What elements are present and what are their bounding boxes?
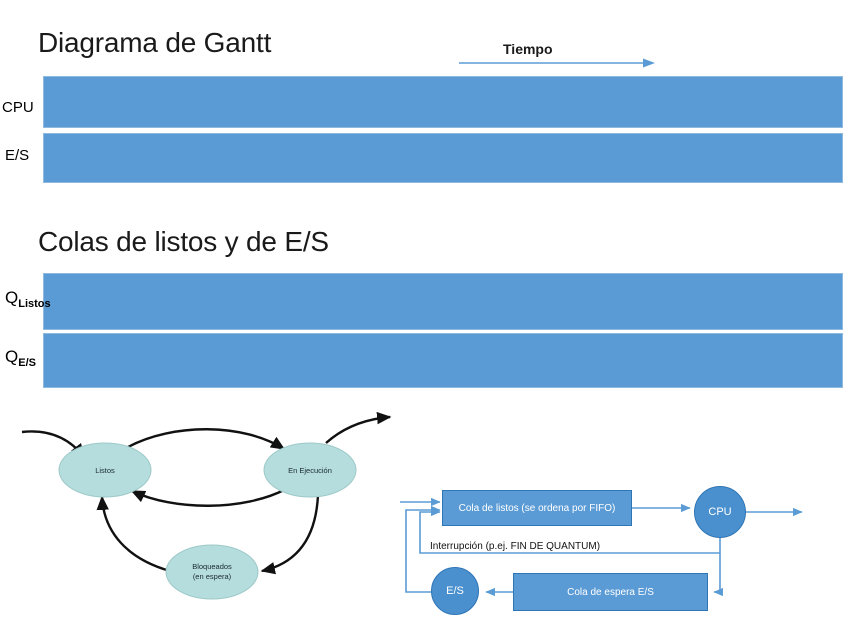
queue-label-sub-es: E/S [18,357,36,369]
process-state-diagram: Listos En Ejecución Bloqueados (en esper… [8,405,408,636]
queue-label-sub-listos: Listos [18,298,51,310]
queue-row-label-es: QE/S [5,347,36,369]
queue-track-listos[interactable] [43,273,843,330]
gantt-track-es[interactable] [43,133,843,183]
tiempo-arrow-icon [459,58,655,68]
interrupcion-label: Interrupción (p.ej. FIN DE QUANTUM) [430,541,601,552]
colas-heading: Colas de listos y de E/S [38,226,329,257]
scheduling-block-diagram: Cola de listos (se ordena por FIFO) CPU … [398,483,848,636]
state-node-listos[interactable] [58,442,152,498]
gantt-track-cpu[interactable] [43,76,843,128]
arrow-bloqueados-to-listos [96,495,171,573]
arrow-ejecucion-to-bloqueados [260,494,320,575]
queue-row-label-listos: QListos [5,288,51,310]
arrow-es-to-cola-listos [405,505,441,593]
gantt-row-label-es: E/S [5,147,30,164]
block-es[interactable]: E/S [431,567,479,615]
block-cpu[interactable]: CPU [694,486,746,538]
state-node-en-ejecucion[interactable] [263,442,357,498]
arrow-interrupcion-feedback [419,507,720,554]
arrow-listos-to-ejecucion [127,428,286,451]
queue-label-base-listos: Q [5,288,19,307]
arrow-ejecucion-to-exit [325,411,392,444]
block-cola-de-espera-es[interactable]: Cola de espera E/S [513,573,708,611]
tiempo-label: Tiempo [503,41,553,57]
queue-track-es[interactable] [43,333,843,388]
arrow-ejecucion-to-listos [130,487,287,507]
state-node-bloqueados[interactable] [165,544,259,600]
block-cola-de-listos[interactable]: Cola de listos (se ordena por FIFO) [442,490,632,526]
gantt-row-label-cpu: CPU [2,99,34,116]
arrow-cpu-to-cola-espera-es [713,538,723,597]
queue-label-base-es: Q [5,347,19,366]
gantt-heading: Diagrama de Gantt [38,27,272,58]
